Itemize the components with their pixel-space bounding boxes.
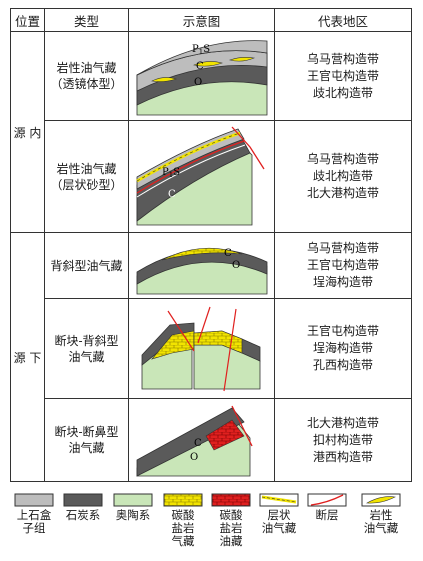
layer-reservoir-swatch-icon [259, 493, 299, 507]
label-c: C [168, 189, 176, 200]
type-cell: 断块-背斜型 油气藏 [44, 298, 129, 399]
header-diagram: 示意图 [128, 8, 275, 32]
label-c: C [194, 438, 202, 449]
diagram-fault-anticline-reservoir [128, 298, 275, 399]
legend-item: 碳酸 盐岩 油藏 [210, 493, 252, 548]
header-areas: 代表地区 [274, 8, 412, 32]
svg-text:P1S: P1S [192, 44, 210, 56]
header-type: 类型 [44, 8, 129, 32]
label-c: C [196, 61, 204, 72]
type-cell: 断块-断鼻型 油气藏 [44, 398, 129, 482]
diagram-lens-reservoir: P1S C O [128, 31, 275, 121]
yellow-brick-swatch-icon [163, 493, 203, 507]
areas-cell: 乌马营构造带 王官屯构造带 歧北构造带 [274, 31, 412, 121]
type-cell: 背斜型油气藏 [44, 232, 129, 299]
legend-item: 石炭系 [62, 493, 104, 522]
diagram-anticline-reservoir: C O [128, 232, 275, 299]
areas-cell: 北大港构造带 扣村构造带 港西构造带 [274, 398, 412, 482]
legend-item: 岩性 油气藏 [356, 493, 406, 535]
svg-text:P1S: P1S [162, 167, 180, 179]
legend-item: 奥陶系 [112, 493, 154, 522]
legend: 上石盒 子组 石炭系 奥陶系 碳酸 盐岩 气藏 碳酸 盐岩 油藏 层状 油气藏 … [10, 493, 414, 559]
reservoir-type-table: 位置 类型 示意图 代表地区 源 内 岩性油气藏 （透镜体型） P1S C [10, 8, 412, 482]
areas-cell: 乌马营构造带 王官屯构造带 埕海构造带 [274, 232, 412, 299]
label-o: O [194, 77, 202, 88]
legend-item: 碳酸 盐岩 气藏 [162, 493, 204, 548]
legend-item: 上石盒 子组 [10, 493, 58, 535]
legend-item: 层状 油气藏 [258, 493, 300, 535]
fault-line-icon [307, 493, 347, 507]
areas-cell: 乌马营构造带 歧北构造带 北大港构造带 [274, 120, 412, 233]
red-brick-swatch-icon [211, 493, 251, 507]
label-c: C [224, 248, 232, 259]
lens-reservoir-swatch-icon [361, 493, 401, 507]
legend-item: 断层 [306, 493, 348, 522]
type-cell: 岩性油气藏 （层状砂型） [44, 120, 129, 233]
green-swatch-icon [113, 493, 153, 507]
header-position: 位置 [10, 8, 45, 32]
diagram-fault-nose-reservoir: C O [128, 398, 275, 482]
gray-swatch-icon [14, 493, 54, 507]
diagram-layer-reservoir: P1S C [128, 120, 275, 233]
areas-cell: 王官屯构造带 埕海构造带 孔西构造带 [274, 298, 412, 399]
group-source-inner: 源 内 [10, 31, 45, 233]
dark-swatch-icon [63, 493, 103, 507]
type-cell: 岩性油气藏 （透镜体型） [44, 31, 129, 121]
group-source-lower: 源 下 [10, 232, 45, 482]
label-o: O [232, 260, 240, 271]
label-o: O [190, 452, 198, 463]
